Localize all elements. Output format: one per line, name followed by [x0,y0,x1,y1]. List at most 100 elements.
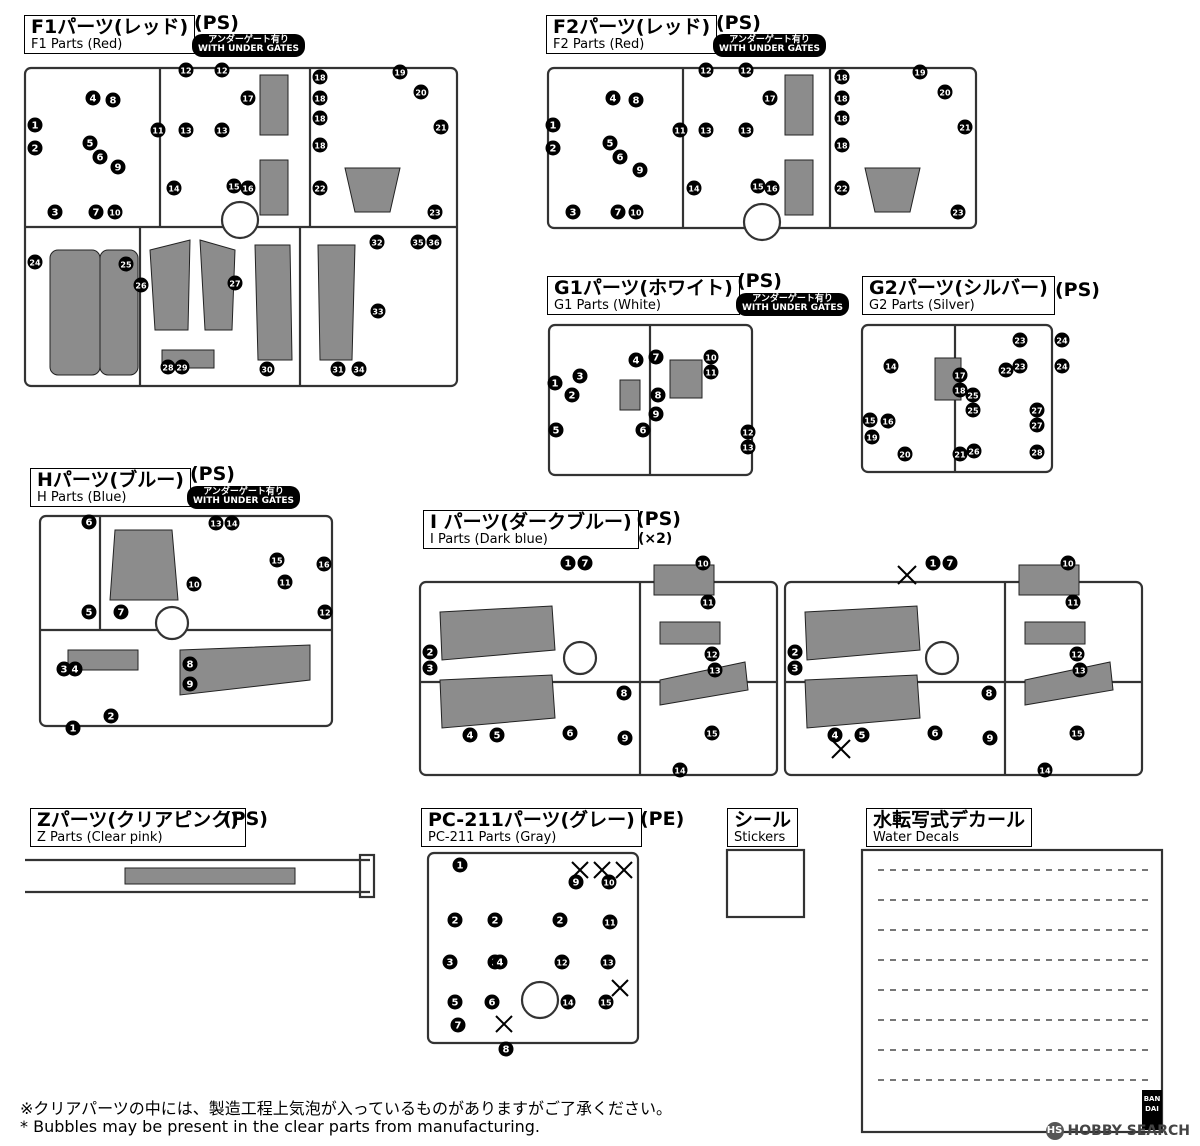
svg-text:23: 23 [1014,337,1025,346]
svg-text:15: 15 [271,557,283,566]
g2-title-jp: G2パーツ(シルバー) [869,277,1048,299]
svg-text:7: 7 [93,208,100,219]
pc-part-number: 12 [554,954,570,970]
f1-part-number: 25 [118,256,134,272]
f1-part-number: 20 [413,84,429,100]
svg-text:23: 23 [952,209,963,218]
g1-gate-en: WITH UNDER GATES [742,303,844,314]
f2-part-number: 17 [762,90,778,106]
svg-text:16: 16 [242,185,254,194]
g2-part-number: 23 [1012,332,1028,348]
svg-text:5: 5 [553,426,560,437]
f2-part-number: 6 [612,149,628,165]
svg-text:11: 11 [705,369,717,378]
i-part-number: 13 [707,662,723,678]
f2-part-number: 22 [834,180,850,196]
f2-part-number: 5 [602,135,618,151]
f2-part-number: 2 [545,140,561,156]
svg-text:7: 7 [615,208,622,219]
g2-part-number: 20 [897,446,913,462]
f2-part-number: 3 [565,204,581,220]
i2-part-number: 4 [827,727,843,743]
z-title-jp: Zパーツ(クリアピンク) [37,809,239,831]
svg-text:8: 8 [503,1045,510,1056]
f2-title-jp: F2パーツ(レッド) [553,16,711,38]
svg-text:7: 7 [947,559,954,570]
svg-text:27: 27 [1031,422,1042,431]
svg-text:14: 14 [1039,767,1051,776]
svg-text:20: 20 [939,89,951,98]
i-part-number: 10 [695,555,711,571]
svg-text:2: 2 [427,648,434,659]
f1-part-number: 6 [92,149,108,165]
svg-text:17: 17 [242,95,253,104]
z-title-en: Z Parts (Clear pink) [37,829,163,845]
f1-part-number: 24 [27,254,43,270]
svg-text:22: 22 [836,185,847,194]
svg-text:14: 14 [562,999,574,1008]
f1-gate-en: WITH UNDER GATES [198,44,300,55]
svg-text:8: 8 [655,391,662,402]
svg-text:12: 12 [740,67,751,76]
svg-text:12: 12 [1071,651,1082,660]
f1-part-number: 3 [47,204,63,220]
g2-part-number: 17 [952,367,968,383]
svg-text:28: 28 [1031,449,1043,458]
f2-part-number: 19 [912,64,928,80]
hobby-search-logo-icon: HS [1045,1122,1064,1140]
svg-text:36: 36 [428,239,440,248]
svg-text:20: 20 [899,451,911,460]
svg-text:5: 5 [494,731,501,742]
g1-part-number: 2 [564,387,580,403]
svg-text:12: 12 [742,429,753,438]
f2-gate-jp: アンダーゲート有り [729,35,810,45]
g1-part-number: 3 [572,368,588,384]
svg-text:19: 19 [914,69,926,78]
f1-part-number: 9 [110,159,126,175]
h-part-number: 4 [67,661,83,677]
h-part-number: 2 [103,708,119,724]
i-part-number: 12 [704,646,720,662]
g1-part-number: 9 [648,406,664,422]
svg-text:2: 2 [492,916,499,927]
f2-part-number: 20 [937,84,953,100]
svg-text:24: 24 [29,259,41,268]
svg-text:15: 15 [1071,730,1083,739]
svg-text:6: 6 [567,729,574,740]
f1-part-number: 18 [312,137,328,153]
f2-part-number: 15 [750,178,766,194]
f2-material: (PS) [716,12,761,34]
g2-part-number: 18 [952,382,968,398]
g2-title-en: G2 Parts (Silver) [869,297,975,313]
f1-part-number: 14 [166,180,182,196]
svg-text:8: 8 [986,689,993,700]
svg-text:18: 18 [314,115,326,124]
svg-text:19: 19 [394,69,406,78]
i2-part-number: 5 [854,727,870,743]
f1-part-number: 32 [369,234,385,250]
f1-title-jp: F1パーツ(レッド) [31,16,189,38]
f2-part-number: 13 [698,122,714,138]
f2-gate-en: WITH UNDER GATES [719,44,821,55]
h-part-number: 3 [56,661,72,677]
f2-part-number: 10 [628,204,644,220]
svg-text:2: 2 [792,648,799,659]
svg-text:18: 18 [314,74,326,83]
h-part-number: 15 [269,552,285,568]
svg-text:14: 14 [885,363,897,372]
svg-text:8: 8 [633,96,640,107]
watermark-text: HOBBY SEARCH [1067,1123,1190,1139]
svg-text:18: 18 [314,142,326,151]
i-title-en: I Parts (Dark blue) [430,531,548,547]
svg-text:27: 27 [1031,407,1042,416]
svg-text:14: 14 [688,185,700,194]
svg-text:20: 20 [415,89,427,98]
f1-part-number: 12 [214,62,230,78]
svg-text:11: 11 [279,579,291,588]
svg-text:15: 15 [752,183,764,192]
svg-text:8: 8 [621,689,628,700]
svg-text:13: 13 [602,959,613,968]
i-part-number: 11 [700,594,716,610]
svg-text:18: 18 [954,387,966,396]
svg-text:17: 17 [764,95,775,104]
